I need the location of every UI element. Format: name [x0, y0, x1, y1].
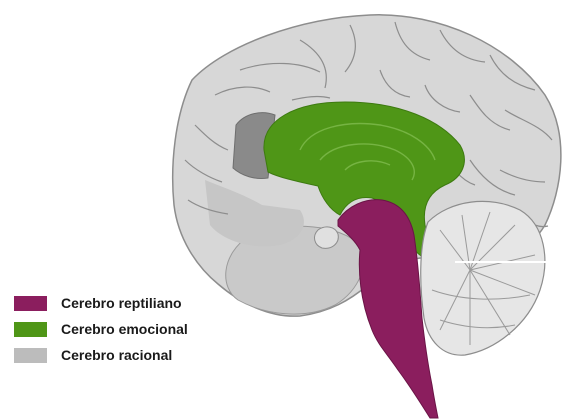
legend-label-reptilian: Cerebro reptiliano — [61, 295, 182, 311]
cerebellum — [421, 201, 545, 355]
legend-label-rational: Cerebro racional — [61, 347, 172, 363]
legend-item-rational: Cerebro racional — [14, 342, 188, 368]
legend-item-emotional: Cerebro emocional — [14, 316, 188, 342]
legend: Cerebro reptiliano Cerebro emocional Cer… — [14, 290, 188, 368]
legend-swatch-emotional — [14, 322, 47, 337]
legend-label-emotional: Cerebro emocional — [61, 321, 188, 337]
pituitary-area — [315, 227, 339, 248]
legend-swatch-rational — [14, 348, 47, 363]
legend-item-reptilian: Cerebro reptiliano — [14, 290, 188, 316]
legend-swatch-reptilian — [14, 296, 47, 311]
